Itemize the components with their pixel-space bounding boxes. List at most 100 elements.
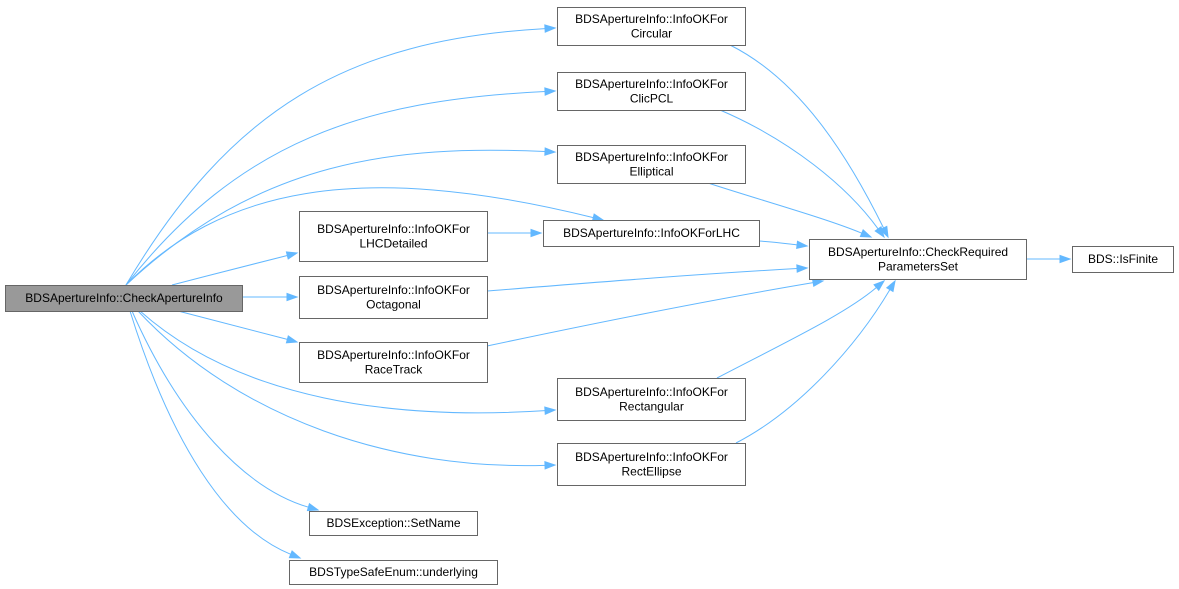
edge-arrowhead [285,335,299,344]
node-box [809,239,1027,280]
edge-line [729,44,885,229]
edge-line [125,28,546,286]
edge-arrowhead [544,461,557,470]
edge-check_aperture_info-to-exception_set_name [131,310,320,512]
node-box [5,285,243,312]
node-label: BDSApertureInfo::InfoOKFor [575,450,728,464]
edge-line [139,310,546,414]
node-box [1072,246,1174,273]
edge-arrowhead [288,550,302,559]
edge-arrowhead [530,228,543,238]
edge-info_ok_circular-to-check_required_parameters_set [729,44,889,239]
edge-arrowhead [544,147,557,156]
node-label: ParametersSet [878,259,959,273]
edge-arrowhead [796,264,809,273]
edge-arrowhead [306,502,320,512]
edge-arrowhead [796,240,809,250]
node-label: Octagonal [366,297,421,311]
edge-arrowhead [859,228,873,238]
edge-line [125,90,546,286]
node-box [557,72,746,111]
node-box [289,560,498,585]
edge-arrowhead [285,251,299,260]
node-box [299,276,488,319]
node-label: RaceTrack [365,362,424,376]
node-label: BDSApertureInfo::InfoOKFor [317,222,470,236]
edge-line [171,254,288,286]
edge-check_aperture_info-to-info_ok_rectellipse [137,310,557,470]
edge-line [177,310,288,340]
edge-arrowhead [544,24,557,33]
node-label: BDSApertureInfo::InfoOKFor [575,12,728,26]
edge-line [125,187,594,286]
edge-check_required_parameters_set-to-bds_is_finite [1026,254,1072,264]
edge-line [758,240,798,246]
edge-line [131,310,309,508]
edge-line [716,287,877,379]
edge-info_ok_rectellipse-to-check_required_parameters_set [735,279,896,444]
node-label: Rectangular [619,399,684,413]
node-box [309,511,478,536]
edge-line [707,182,862,234]
edge-line [735,289,891,444]
edge-check_aperture_info-to-info_ok_lhcdetailed [171,251,299,286]
node-label: BDSApertureInfo::InfoOKFor [575,150,728,164]
edge-arrowhead [544,406,557,415]
edge-arrowhead [874,225,885,239]
node-bds-is-finite[interactable]: BDS::IsFinite [1072,246,1174,273]
node-box [299,211,488,262]
node-check-required-parameters-set[interactable]: BDSApertureInfo::CheckRequiredParameters… [809,239,1027,280]
node-label: BDS::IsFinite [1088,252,1158,266]
node-label: BDSApertureInfo::InfoOKFor [575,77,728,91]
edge-check_aperture_info-to-info_ok_clicpcl [125,87,557,286]
edge-arrowhead [544,87,557,96]
edge-info_ok_octagonal-to-check_required_parameters_set [486,264,809,292]
edge-check_aperture_info-to-info_ok_circular [125,24,557,286]
node-label: BDSApertureInfo::InfoOKFor [575,385,728,399]
edge-line [137,310,546,467]
edge-arrowhead [811,278,825,287]
edge-arrowhead [873,280,886,292]
edge-check_aperture_info-to-info_ok_rectangular [139,310,557,415]
node-label: Elliptical [629,164,673,178]
edge-line [129,310,291,555]
edge-arrowhead [1059,254,1072,264]
edge-check_aperture_info-to-info_ok_octagonal [242,292,299,302]
node-box [557,443,746,486]
node-info-ok-lhc[interactable]: BDSApertureInfo::InfoOKForLHC [543,220,760,247]
node-layer: BDSApertureInfo::CheckApertureInfoBDSApe… [5,7,1174,585]
node-box [299,342,488,383]
edge-line [486,282,814,347]
node-label: BDSApertureInfo::InfoOKFor [317,283,470,297]
node-box [557,145,746,184]
node-label: Circular [631,26,672,40]
node-label: RectEllipse [621,464,681,478]
edge-info_ok_rectangular-to-check_required_parameters_set [716,280,886,379]
edge-line [486,268,798,292]
node-label: BDSApertureInfo::InfoOKFor [317,348,470,362]
node-label: ClicPCL [630,91,674,105]
node-label: LHCDetailed [359,236,427,250]
node-box [543,220,760,247]
node-exception-set-name[interactable]: BDSException::SetName [309,511,478,536]
node-label: BDSApertureInfo::CheckApertureInfo [25,291,223,305]
edge-info_ok_lhcdetailed-to-info_ok_lhc [487,228,543,238]
edge-arrowhead [879,225,889,239]
node-label: BDSApertureInfo::CheckRequired [828,245,1008,259]
node-label: BDSApertureInfo::InfoOKForLHC [563,226,740,240]
node-typesafe-underlying[interactable]: BDSTypeSafeEnum::underlying [289,560,498,585]
node-check-aperture-info[interactable]: BDSApertureInfo::CheckApertureInfo [5,285,243,312]
edge-check_aperture_info-to-info_ok_lhc [125,187,605,286]
edge-check_aperture_info-to-info_ok_racetrack [177,310,299,344]
edge-line [719,109,879,230]
node-label: BDSTypeSafeEnum::underlying [309,565,478,579]
